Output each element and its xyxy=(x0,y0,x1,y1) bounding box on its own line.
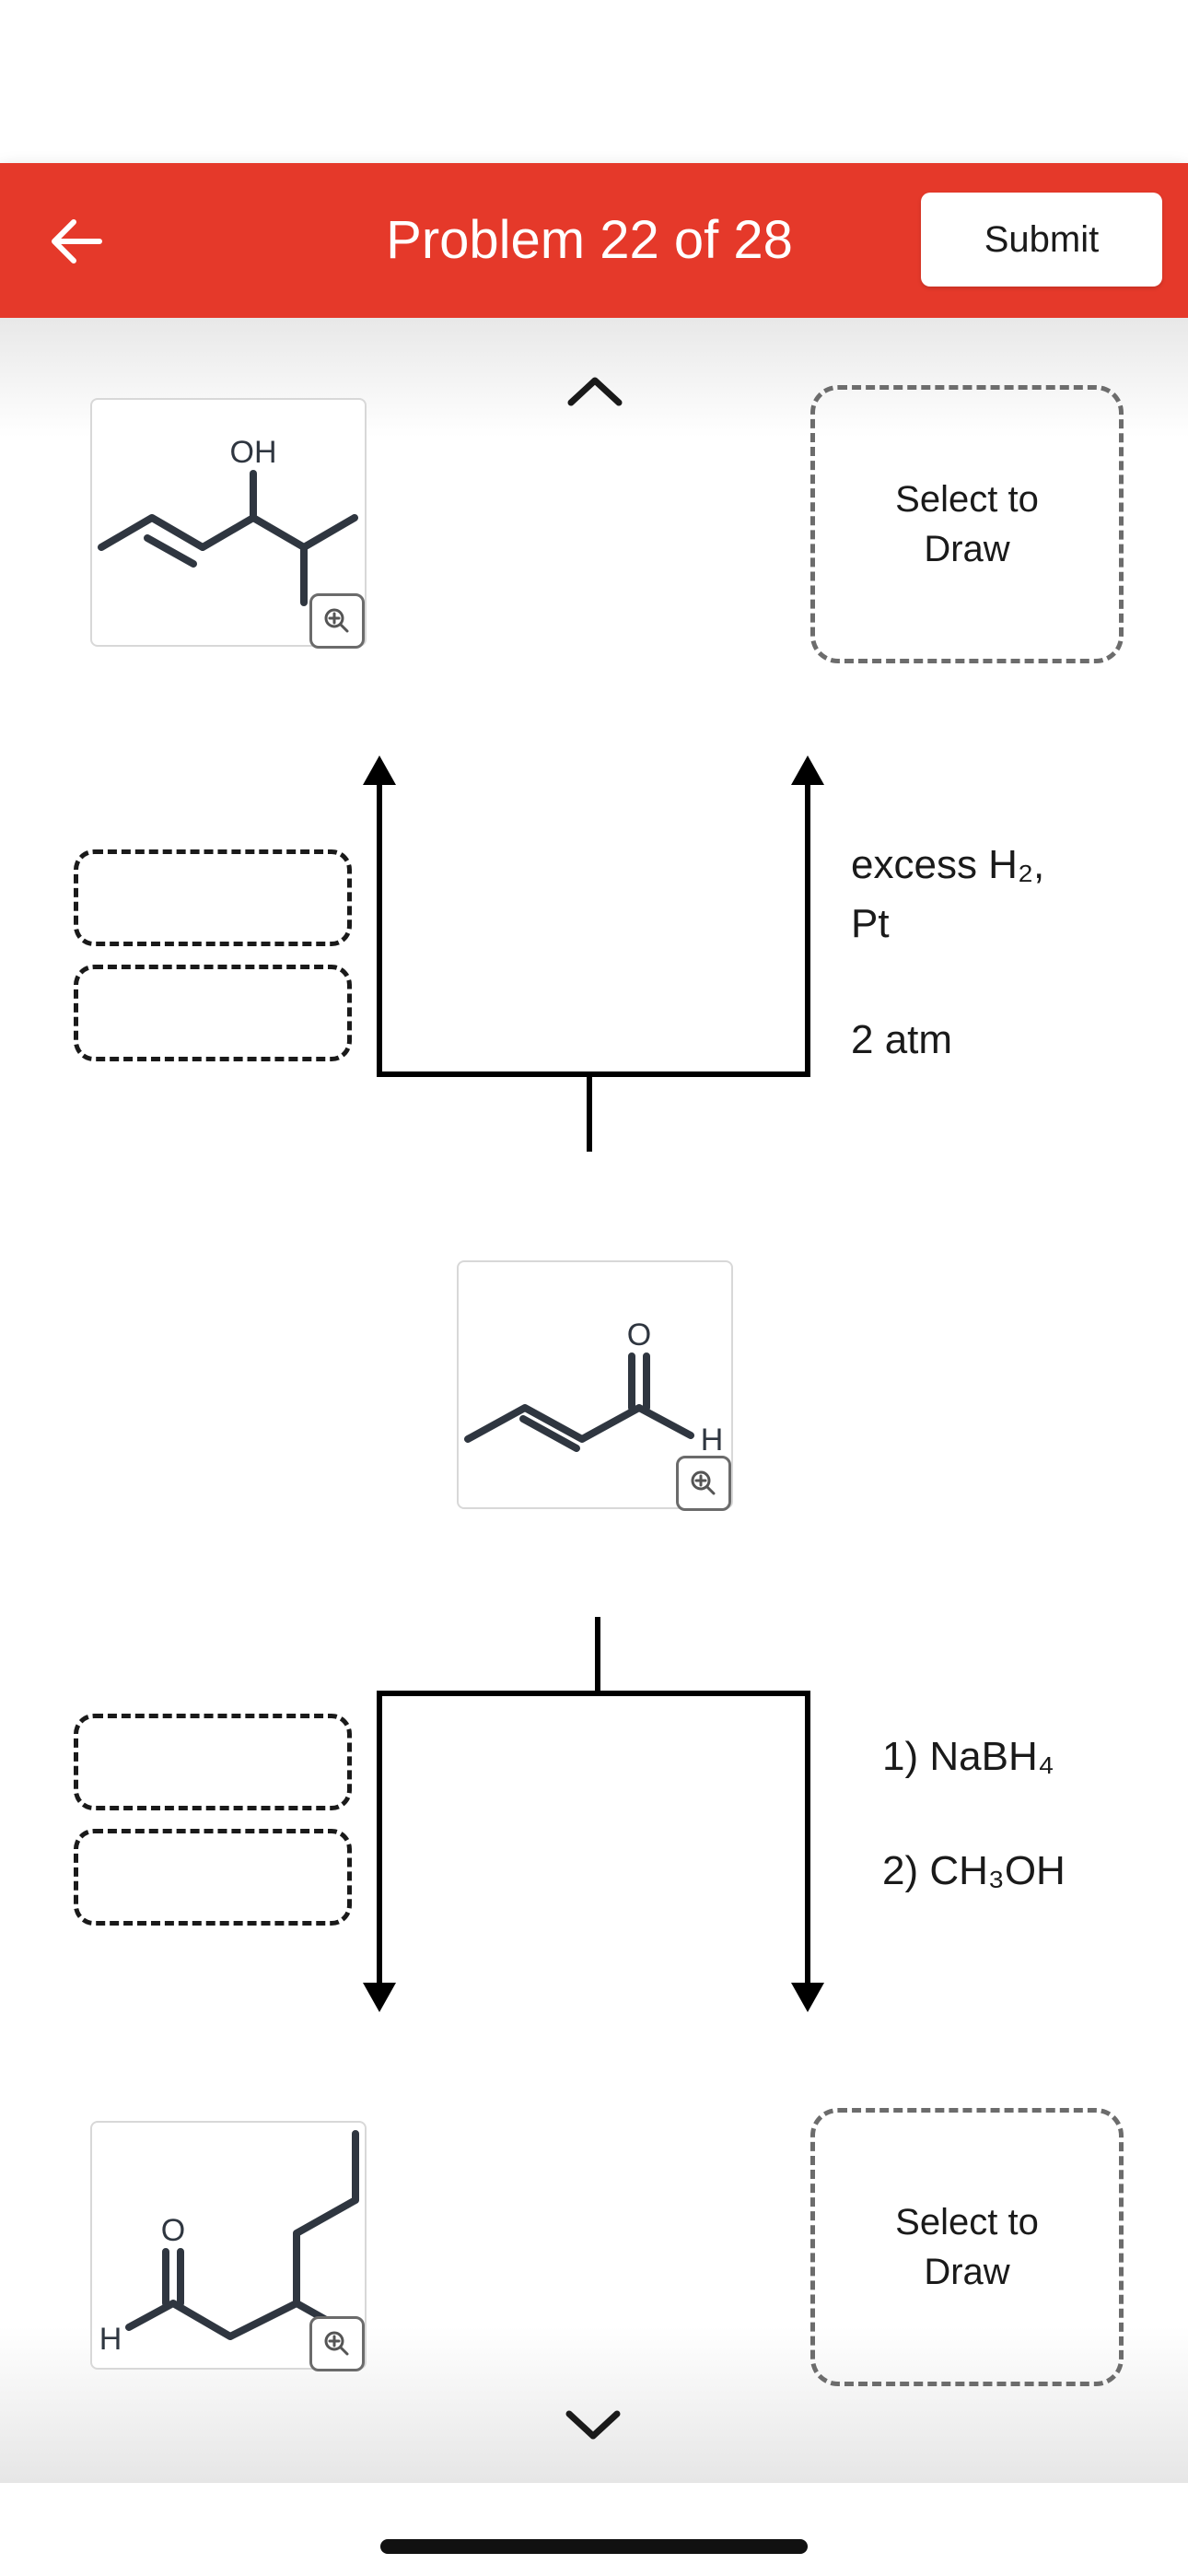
molecule-structure: OH xyxy=(98,435,358,606)
arrow-head-down-left xyxy=(363,1983,396,2012)
reagent-text-line: 1) NaBH₄ xyxy=(882,1734,1054,1779)
molecule-card-bottom-left[interactable]: O H xyxy=(90,2121,367,2371)
draw-box-label-line2: Draw xyxy=(924,529,1010,569)
zoom-in-icon xyxy=(691,1470,716,1495)
scroll-up-button[interactable] xyxy=(558,364,632,419)
reagent-slot-bottom-1[interactable] xyxy=(74,1714,352,1810)
zoom-button[interactable] xyxy=(676,1456,731,1511)
chevron-up-icon xyxy=(567,377,623,406)
home-indicator[interactable] xyxy=(380,2539,808,2554)
atom-label: O xyxy=(161,2213,185,2248)
zoom-button[interactable] xyxy=(309,593,365,649)
chevron-down-icon xyxy=(565,2410,621,2440)
page-title: Problem 22 of 28 xyxy=(386,210,793,270)
atom-label: H xyxy=(701,1423,724,1458)
molecule-card-top-left[interactable]: OH xyxy=(90,398,367,649)
zoom-button[interactable] xyxy=(309,2316,365,2371)
arrow-head-down-right xyxy=(791,1983,824,2012)
draw-box-label-line2: Draw xyxy=(924,2252,1010,2292)
atom-label: H xyxy=(99,2322,122,2357)
submit-button[interactable]: Submit xyxy=(921,193,1162,287)
scroll-down-button[interactable] xyxy=(556,2397,630,2453)
reagent-slot-top-2[interactable] xyxy=(74,965,352,1061)
back-button[interactable] xyxy=(37,200,120,283)
reagent-text-line: excess H₂, xyxy=(851,842,1045,887)
reagent-text-line: Pt xyxy=(851,901,890,946)
arrow-head-up-left xyxy=(363,755,396,785)
reagent-text-line: 2) CH₃OH xyxy=(882,1848,1066,1893)
atom-label: OH xyxy=(230,435,277,470)
reagent-slot-bottom-2[interactable] xyxy=(74,1829,352,1926)
select-to-draw-top[interactable]: Select to Draw xyxy=(810,385,1124,663)
reagent-slot-top-1[interactable] xyxy=(74,849,352,946)
molecule-structure: O H xyxy=(99,2130,359,2357)
molecule-card-center[interactable]: O H xyxy=(457,1260,733,1511)
zoom-in-icon xyxy=(324,608,349,633)
header-bar: Problem 22 of 28 Submit xyxy=(0,163,1188,318)
select-to-draw-bottom[interactable]: Select to Draw xyxy=(810,2108,1124,2386)
molecule-structure: O H xyxy=(464,1317,724,1458)
arrow-left-icon xyxy=(52,219,102,263)
arrow-head-up-right xyxy=(791,755,824,785)
draw-box-label-line1: Select to xyxy=(895,2202,1039,2242)
atom-label: O xyxy=(627,1317,651,1352)
draw-box-label-line1: Select to xyxy=(895,479,1039,520)
reagent-text-line: 2 atm xyxy=(851,1017,953,1062)
zoom-in-icon xyxy=(324,2331,349,2356)
